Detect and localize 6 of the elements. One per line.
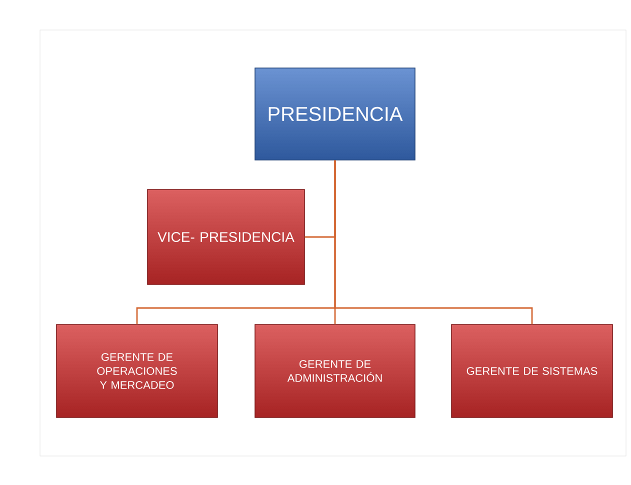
org-box: GERENTE DE ADMINISTRACIÓN <box>254 324 416 418</box>
connector-line <box>334 160 533 324</box>
org-box: GERENTE DE SISTEMAS <box>451 324 613 418</box>
org-box: VICE- PRESIDENCIA <box>147 189 305 285</box>
org-box: GERENTE DE OPERACIONES Y MERCADEO <box>56 324 218 418</box>
org-box: PRESIDENCIA <box>254 68 416 160</box>
